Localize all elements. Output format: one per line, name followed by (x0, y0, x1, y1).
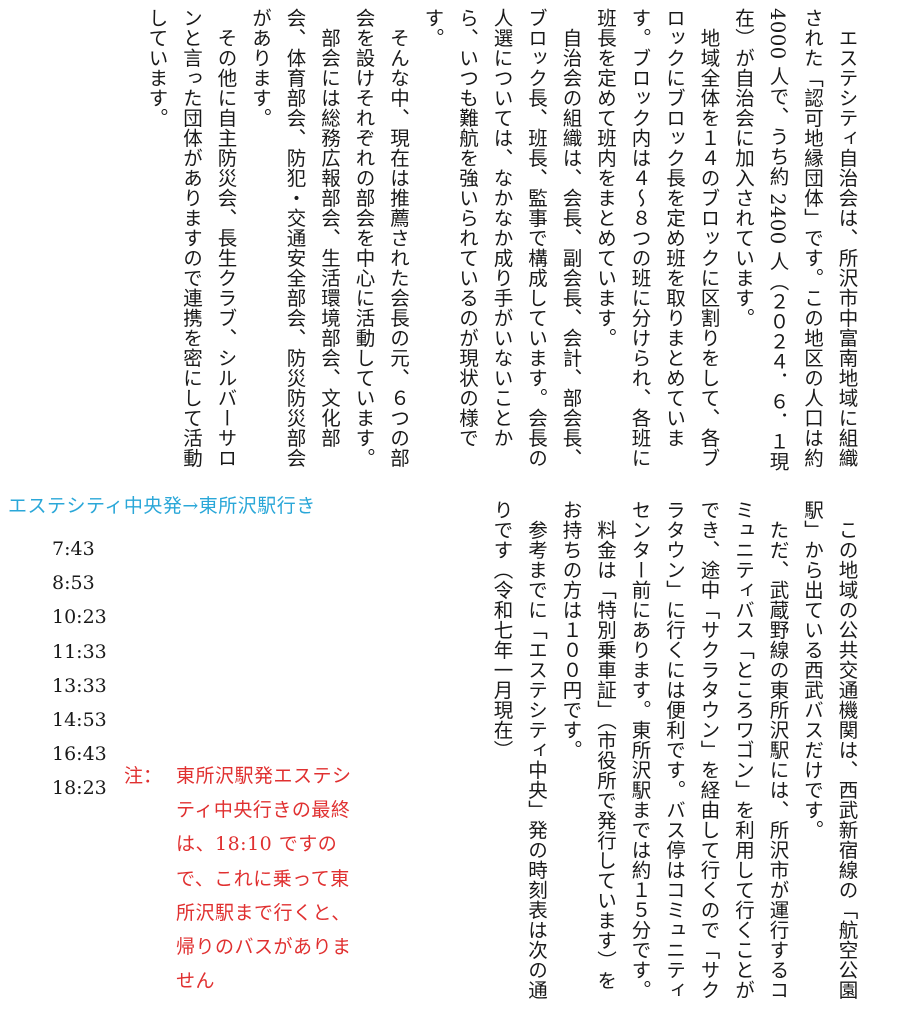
timetable-list: 7:43 8:53 10:23 11:33 13:33 14:53 16:43 … (8, 532, 388, 806)
association-paragraph: 自治会の組織は、会長、副会長、会計、部会長、ブロック長、班長、監事で構成していま… (421, 8, 582, 468)
transport-description: この地域の公共交通機関は、西武新宿線の「航空公園駅」から出ている西武バスだけです… (453, 500, 863, 1000)
timetable-time: 18:23 (52, 777, 107, 800)
association-paragraph: エステシティ自治会は、所沢市中富南地域に組織された「認可地縁団体」です。この地区… (731, 8, 859, 472)
transport-paragraph: 参考までに「エステシティ中央」発の時刻表は次の通りです（令和七年一月現在） (490, 500, 548, 1000)
timetable-time: 14:53 (52, 708, 107, 731)
timetable-title: エステシティ中央発→東所沢駅行き (8, 495, 316, 517)
timetable-time: 7:43 (52, 538, 95, 560)
transport-paragraph: ただ、武蔵野線の東所沢駅には、所沢市が運行するコミュニティバス「ところワゴン」を… (628, 500, 789, 1000)
timetable-note: 注： 東所沢駅発エステシティ中央行きの最終は、18:10 ですので、これに乗って… (124, 759, 364, 998)
transport-paragraph: この地域の公共交通機関は、西武新宿線の「航空公園駅」から出ている西武バスだけです… (800, 500, 859, 1000)
association-paragraph: そんな中、現在は推薦された会長の元、６つの部会を設けそれぞれの部会を中心に活動し… (352, 8, 410, 468)
timetable-time: 13:33 (52, 674, 107, 697)
note-label: 注： (124, 765, 163, 787)
timetable-time: 10:23 (52, 606, 107, 629)
timetable-time: 16:43 (52, 743, 107, 766)
bus-timetable: エステシティ中央発→東所沢駅行き 7:43 8:53 10:23 11:33 1… (8, 492, 388, 806)
timetable-time: 8:53 (52, 572, 95, 595)
association-paragraph: 地域全体を１４のブロックに区割りをして、各ブロックにブロック長を定め班を取りまと… (593, 8, 721, 468)
timetable-time: 11:33 (52, 640, 107, 663)
association-paragraph: その他に自主防災会、長生クラブ、シルバーサロンと言った団体がありますので連携を密… (145, 8, 237, 468)
association-paragraph: 部会には総務広報部会、生活環境部会、文化部会、体育部会、防犯・交通安全部会、防災… (248, 8, 341, 468)
association-description: エステシティ自治会は、所沢市中富南地域に組織された「認可地縁団体」です。この地区… (33, 8, 863, 478)
transport-paragraph: 料金は「特別乗車証」（市役所で発行しています）をお持ちの方は１００円です。 (559, 500, 617, 990)
note-text: 東所沢駅発エステシティ中央行きの最終は、18:10 ですので、これに乗って東所沢… (176, 765, 352, 993)
